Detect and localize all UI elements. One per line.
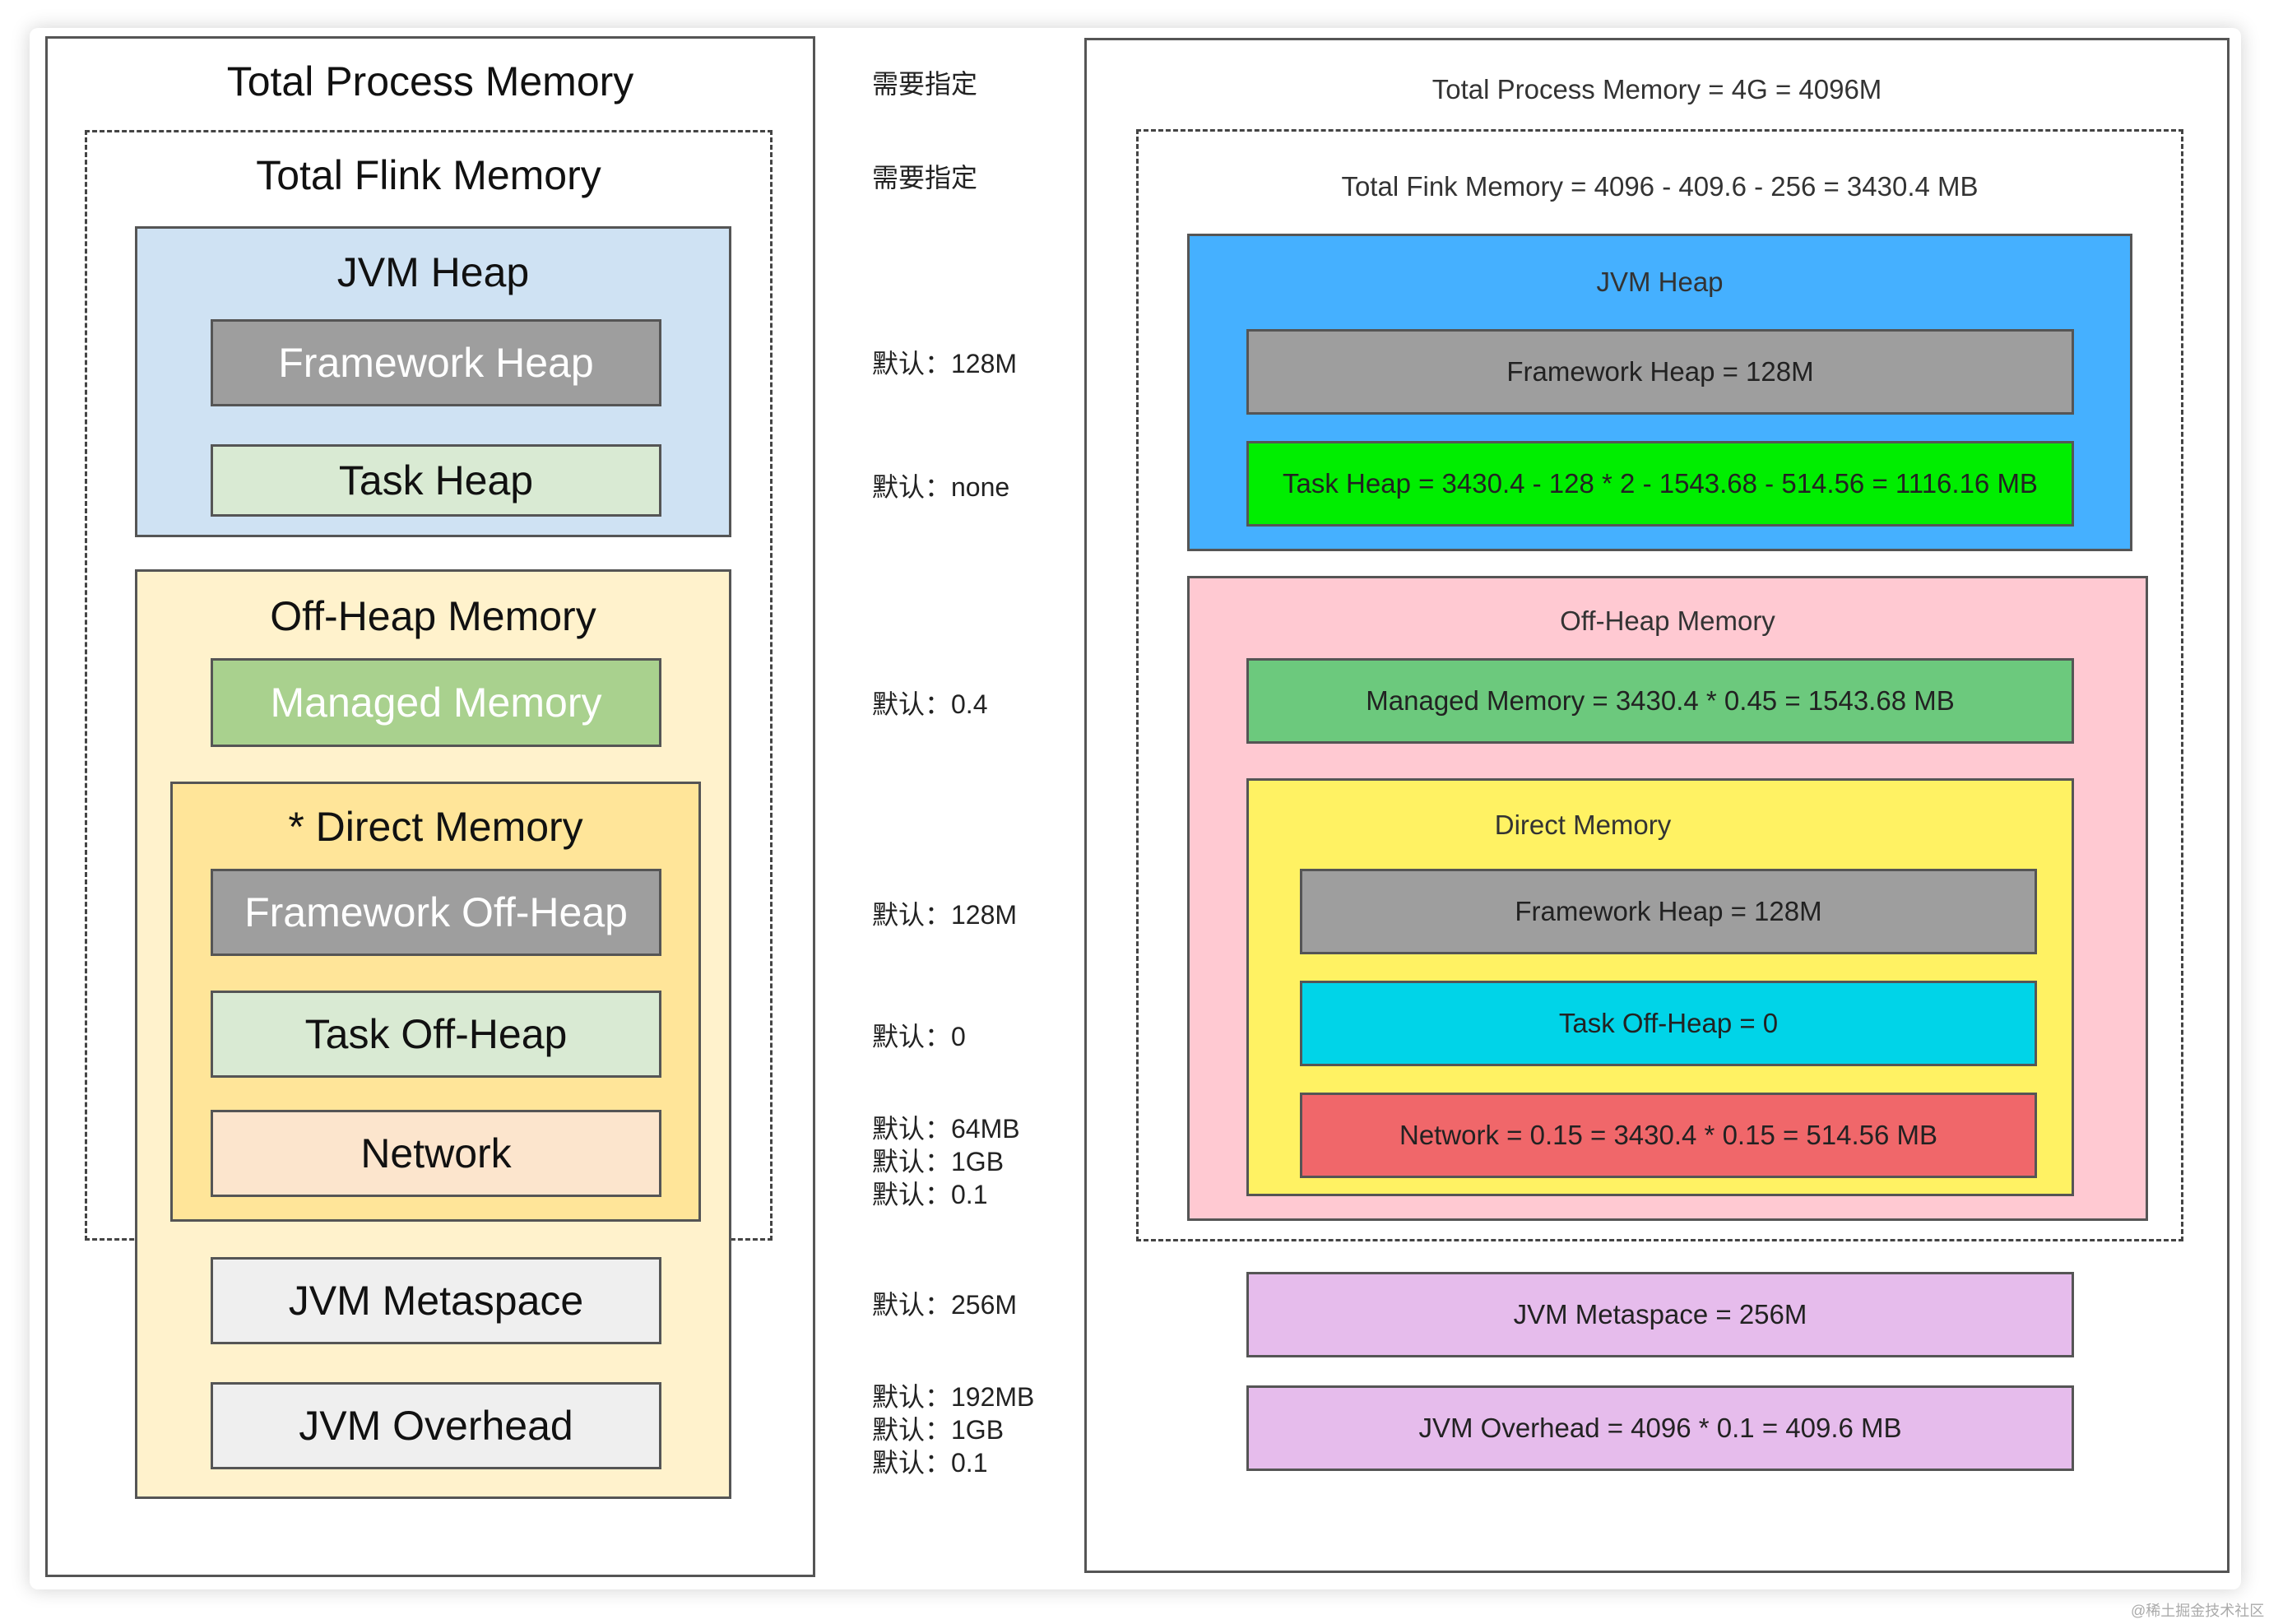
left-off-heap-title: Off-Heap Memory [270,593,596,639]
right-direct-framework-heap-box: Framework Heap = 128M [1300,869,2037,954]
note-jvm-overhead-fraction: 默认：0.1 [872,1448,988,1478]
left-managed-memory-box: Managed Memory [211,658,661,747]
note-task-heap: 默认：none [872,472,1010,502]
left-framework-off-heap-box: Framework Off-Heap [211,869,661,956]
left-jvm-metaspace-box: JVM Metaspace [211,1257,661,1344]
left-framework-heap-box: Framework Heap [211,319,661,406]
watermark: @稀土掘金技术社区 [2131,1603,2265,1619]
note-network-max: 默认：1GB [872,1147,1005,1176]
right-jvm-overhead-box: JVM Overhead = 4096 * 0.1 = 409.6 MB [1246,1385,2074,1471]
note-task-off-heap: 默认：0 [872,1022,966,1051]
left-direct-memory-title: * Direct Memory [288,804,583,850]
note-total-flink: 需要指定 [872,163,978,193]
right-off-heap-title: Off-Heap Memory [1560,606,1775,636]
left-task-off-heap-box: Task Off-Heap [211,991,661,1078]
right-task-off-heap-box: Task Off-Heap = 0 [1300,981,2037,1066]
left-jvm-overhead-box: JVM Overhead [211,1382,661,1469]
note-jvm-metaspace: 默认：256M [872,1290,1018,1320]
note-network-fraction: 默认：0.1 [872,1180,988,1209]
right-managed-memory-box: Managed Memory = 3430.4 * 0.45 = 1543.68… [1246,658,2074,744]
right-framework-heap-box: Framework Heap = 128M [1246,329,2074,415]
note-jvm-overhead-max: 默认：1GB [872,1415,1005,1445]
left-total-flink-title: Total Flink Memory [256,152,601,198]
note-total-process: 需要指定 [872,69,978,99]
note-jvm-overhead-min: 默认：192MB [872,1382,1035,1412]
right-direct-memory-title: Direct Memory [1494,810,1672,840]
note-framework-off-heap: 默认：128M [872,900,1018,930]
right-jvm-metaspace-box: JVM Metaspace = 256M [1246,1272,2074,1357]
note-managed-memory: 默认：0.4 [872,689,988,719]
right-task-heap-box: Task Heap = 3430.4 - 128 * 2 - 1543.68 -… [1246,441,2074,527]
note-framework-heap: 默认：128M [872,349,1018,378]
right-network-box: Network = 0.15 = 3430.4 * 0.15 = 514.56 … [1300,1093,2037,1178]
right-total-process-title: Total Process Memory = 4G = 4096M [1431,74,1882,104]
right-total-flink-frame [1136,129,2183,1241]
left-total-process-title: Total Process Memory [226,58,634,104]
right-jvm-heap-title: JVM Heap [1596,267,1724,297]
left-network-box: Network [211,1110,661,1197]
left-jvm-heap-title: JVM Heap [336,249,530,295]
note-network-min: 默认：64MB [872,1114,1020,1144]
left-task-heap-box: Task Heap [211,444,661,517]
right-total-flink-title: Total Fink Memory = 4096 - 409.6 - 256 =… [1341,171,1979,202]
